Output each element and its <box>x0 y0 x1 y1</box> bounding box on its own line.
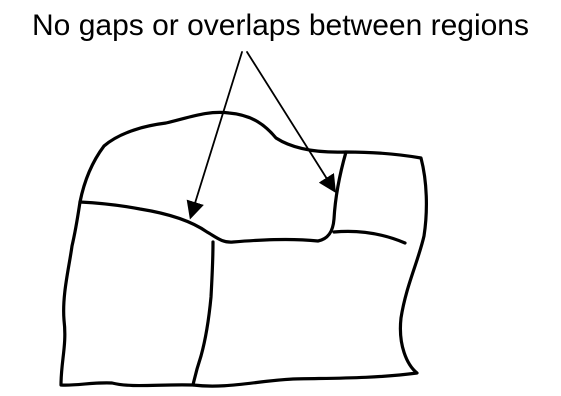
upper-horizontal-boundary <box>78 150 348 244</box>
right-region-boundary <box>332 229 407 245</box>
vertical-boundary <box>191 240 215 387</box>
figure-caption: No gaps or overlaps between regions <box>32 9 529 42</box>
caption-arrow-left <box>186 51 243 220</box>
outer-boundary <box>59 110 428 388</box>
caption-arrow-right <box>246 51 336 194</box>
